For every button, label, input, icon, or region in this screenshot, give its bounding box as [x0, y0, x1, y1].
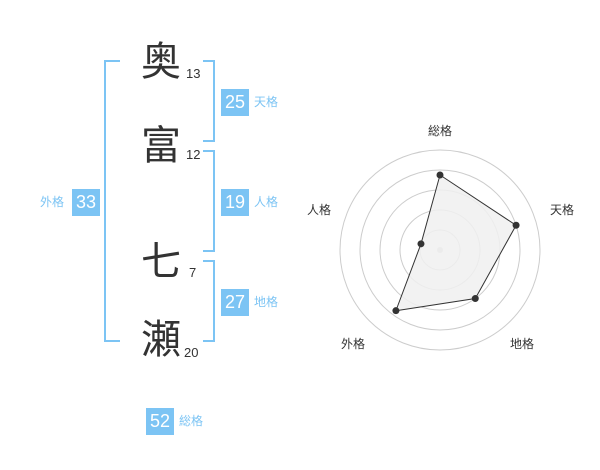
- radar-label-soukaku: 総格: [428, 124, 453, 138]
- stroke-count-4: 20: [184, 345, 199, 360]
- stroke-count-2: 12: [186, 147, 201, 162]
- radar-point-5: [417, 240, 425, 248]
- radar-label-chikaku: 地格: [510, 337, 535, 351]
- radar-point-1: [436, 171, 444, 179]
- radar-grid-ring-4: [359, 169, 521, 331]
- name-char-1: 奥: [141, 39, 181, 85]
- soukaku-label: 総格: [179, 414, 204, 428]
- gaikaku-label: 外格: [40, 195, 65, 209]
- radar-point-2: [512, 221, 520, 229]
- radar-point-4: [392, 307, 400, 315]
- tenkaku-label: 天格: [254, 95, 279, 109]
- radar-label-jinkaku: 人格: [307, 203, 332, 217]
- radar-grid-ring-5: [339, 149, 541, 351]
- radar-label-tenkaku: 天格: [550, 203, 575, 217]
- name-char-3: 七: [141, 239, 181, 285]
- radar-series-polygon: [395, 174, 517, 312]
- chikaku-label: 地格: [254, 295, 279, 309]
- tenkaku-value-badge: 25: [221, 89, 249, 116]
- jinkaku-label: 人格: [254, 195, 279, 209]
- chikaku-bracket: [203, 260, 215, 342]
- soukaku-value-badge: 52: [146, 408, 174, 435]
- stroke-count-3: 7: [189, 265, 197, 280]
- gaikaku-value-badge: 33: [72, 189, 100, 216]
- gaikaku-bracket: [104, 60, 120, 342]
- tenkaku-bracket: [203, 60, 215, 142]
- name-char-4: 瀬: [141, 317, 181, 363]
- jinkaku-value-badge: 19: [221, 189, 249, 216]
- jinkaku-bracket: [203, 150, 215, 252]
- stroke-count-1: 13: [186, 66, 201, 81]
- radar-point-3: [471, 295, 479, 303]
- radar-label-gaikaku: 外格: [341, 337, 366, 351]
- name-char-2: 富: [141, 123, 181, 169]
- chikaku-value-badge: 27: [221, 289, 249, 316]
